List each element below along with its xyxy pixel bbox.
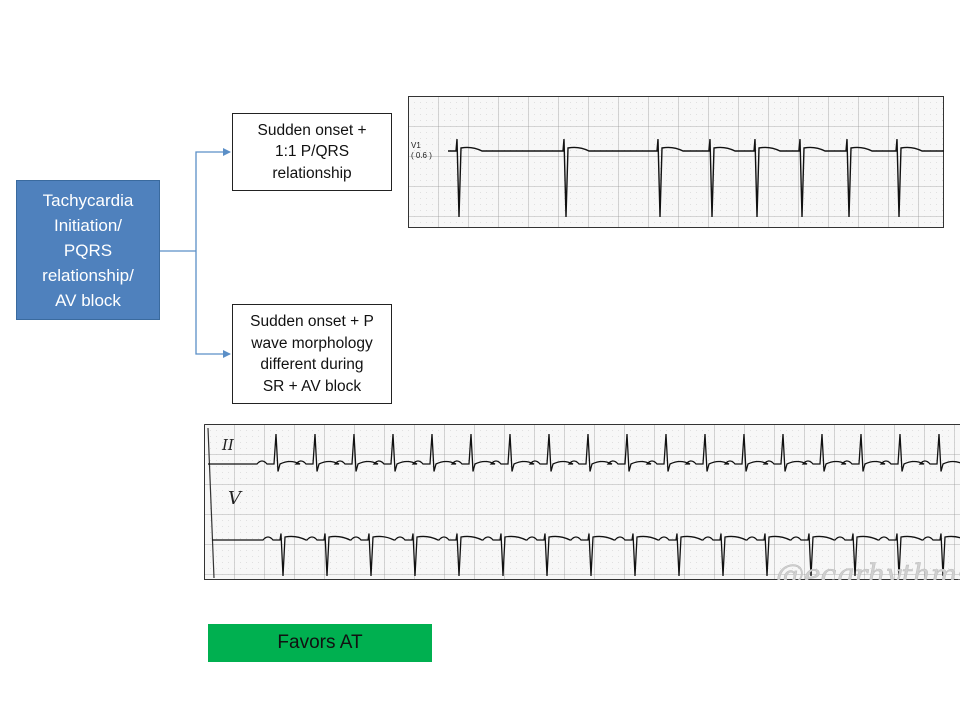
- connector-branch-top: [195, 148, 231, 251]
- branch-top-line: Sudden onset +: [257, 121, 367, 139]
- ecg-bottom-trace-lower: [212, 533, 960, 577]
- branch-top-line: 1:1 P/QRS: [274, 143, 350, 161]
- conclusion-node: Favors AT: [208, 624, 432, 662]
- branch-node-bottom: Sudden onset + P wave morphology differe…: [232, 304, 392, 404]
- root-line: Tachycardia: [42, 190, 134, 210]
- ecg-strip-bottom: II V @ecgrhythms: [204, 424, 960, 580]
- branch-bottom-text: Sudden onset + P wave morphology differe…: [250, 311, 374, 397]
- branch-bottom-line: wave morphology: [251, 334, 373, 352]
- ecg-bottom-border: [204, 424, 960, 580]
- root-line: PQRS: [63, 240, 113, 260]
- root-line: relationship/: [42, 265, 134, 285]
- ecg-bottom-lead-label-upper: II: [221, 436, 235, 454]
- branch-bottom-line: Sudden onset + P: [250, 313, 374, 330]
- ecg-bottom-grid-major: [204, 424, 960, 580]
- ecg-top-trace: [448, 139, 944, 218]
- root-line: Initiation/: [53, 215, 123, 235]
- branch-node-top: Sudden onset + 1:1 P/QRS relationship: [232, 113, 392, 191]
- ecg-top-grid-major: [408, 96, 944, 228]
- ecg-bottom-left-slant: [207, 427, 215, 579]
- branch-top-text: Sudden onset + 1:1 P/QRS relationship: [257, 120, 366, 185]
- branch-top-line: relationship: [272, 164, 352, 182]
- watermark: @ecgrhythms: [776, 558, 960, 580]
- ecg-top-lead-label: V1: [411, 141, 421, 150]
- root-node-text: Tachycardia Initiation/ PQRS relationshi…: [42, 188, 134, 313]
- root-node: Tachycardia Initiation/ PQRS relationshi…: [16, 180, 160, 320]
- ecg-top-border: [408, 96, 944, 228]
- branch-bottom-line: SR + AV block: [262, 377, 362, 395]
- connector-branch-bottom: [195, 251, 231, 358]
- branch-bottom-line: different during: [260, 356, 364, 373]
- root-line: AV block: [55, 290, 121, 310]
- ecg-bottom-trace-upper: [208, 433, 960, 472]
- ecg-top-sub-label: ( 0.6 ): [411, 151, 432, 160]
- conclusion-label: Favors AT: [277, 632, 363, 653]
- ecg-bottom-lead-label-lower: V: [228, 488, 243, 509]
- ecg-strip-top: V1 ( 0.6 ): [408, 96, 944, 228]
